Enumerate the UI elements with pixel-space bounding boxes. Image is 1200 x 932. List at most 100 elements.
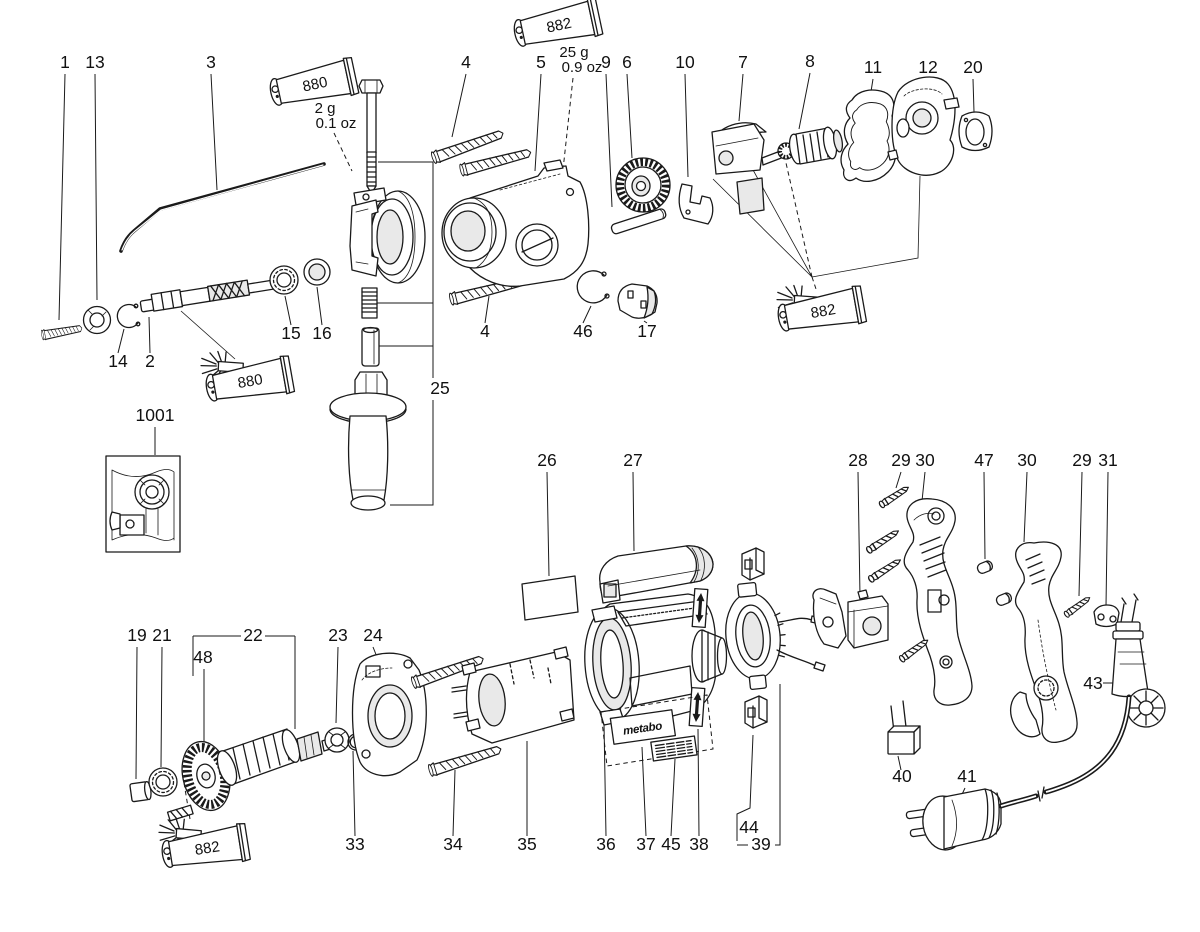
callout-26: 26 <box>537 450 556 470</box>
part-screw-34b <box>426 742 504 778</box>
callout-43: 43 <box>1083 673 1102 693</box>
part-cap-20 <box>958 111 993 152</box>
tube-880-top-label: 880 <box>301 74 329 96</box>
part-handle-right-30 <box>1009 541 1078 744</box>
part-pin-9 <box>610 208 667 235</box>
callout-35: 35 <box>517 834 536 854</box>
callout-34: 34 <box>443 834 463 854</box>
part-top-cover-27 <box>599 545 714 604</box>
callout-47: 47 <box>974 450 993 470</box>
callout-5: 5 <box>536 52 546 72</box>
part-bearing-cover-12 <box>887 76 960 176</box>
callout-25: 25 <box>430 378 449 398</box>
callout-23: 23 <box>328 625 347 645</box>
part-brush-ring-39 <box>725 582 826 690</box>
part-pin-47a <box>975 559 995 576</box>
leader-lines <box>58 72 1119 846</box>
part-bolt <box>358 79 384 192</box>
cord-hook <box>1126 688 1166 728</box>
part-clamp-collar <box>349 187 426 284</box>
part-bearing-23 <box>324 727 350 753</box>
part-arrow-sticker-38a <box>691 587 709 629</box>
amount-880: 2 g <box>315 100 336 117</box>
part-carbon-brush-44a <box>741 547 765 581</box>
part-pin-sleeve <box>361 326 380 367</box>
part-plug-41 <box>905 788 1041 851</box>
callout-30b: 30 <box>1017 450 1037 470</box>
callout-16: 16 <box>312 323 331 343</box>
callout-11: 11 <box>864 57 882 77</box>
part-circlip-14 <box>116 303 141 329</box>
part-armature-22 <box>166 728 341 822</box>
amount-882-oz: 0.9 oz <box>562 59 603 76</box>
part-depth-rod-3 <box>119 162 326 253</box>
callout-20: 20 <box>963 57 983 77</box>
callout-48: 48 <box>193 647 212 667</box>
callout-1: 1 <box>60 52 70 72</box>
callout-31: 31 <box>1098 450 1117 470</box>
callout-22: 22 <box>243 625 262 645</box>
callout-4a: 4 <box>461 52 471 72</box>
part-motor-housing-36 <box>584 593 728 730</box>
callout-36: 36 <box>596 834 615 854</box>
part-cable-43 <box>1041 593 1166 799</box>
part-spring <box>361 287 378 319</box>
part-stator-35 <box>451 646 575 744</box>
part-spindle-2 <box>139 279 284 313</box>
inset-box-1001 <box>105 455 181 553</box>
callout-27: 27 <box>623 450 642 470</box>
callout-29a: 29 <box>891 450 910 470</box>
amount-880-oz: 0.1 oz <box>316 115 357 132</box>
part-switch-28 <box>812 588 889 649</box>
callout-13: 13 <box>85 52 104 72</box>
callout-37: 37 <box>636 834 655 854</box>
part-carbon-brush-44b <box>744 695 768 729</box>
callout-39: 39 <box>751 834 770 854</box>
callout-1001: 1001 <box>136 405 175 425</box>
part-gear-6 <box>615 157 671 213</box>
callout-6: 6 <box>622 52 632 72</box>
callout-46: 46 <box>573 321 592 341</box>
callout-38: 38 <box>689 834 708 854</box>
part-circlip-46 <box>576 270 610 304</box>
part-bearing-21 <box>148 767 178 797</box>
part-screw-29a <box>877 483 911 510</box>
callout-28: 28 <box>848 450 867 470</box>
part-screw-29d <box>897 636 931 664</box>
part-screw-29e <box>1062 594 1093 619</box>
tube-882-bottom-label: 882 <box>194 838 221 859</box>
part-knob-17 <box>617 283 658 319</box>
callout-41: 41 <box>957 766 976 786</box>
tube-880-left-label: 880 <box>236 371 264 392</box>
callout-19: 19 <box>127 625 146 645</box>
callout-9: 9 <box>601 52 611 72</box>
callout-4b: 4 <box>480 321 490 341</box>
callout-10: 10 <box>675 52 695 72</box>
callout-8: 8 <box>805 51 815 71</box>
metabo-logo: metabo <box>622 720 663 737</box>
tube-882-top-label: 882 <box>545 15 573 37</box>
part-screw-29b <box>864 527 901 555</box>
part-side-handle-25 <box>329 371 407 511</box>
part-bearing-shield-24 <box>351 652 427 777</box>
callout-7: 7 <box>738 52 748 72</box>
part-bearing-15 <box>269 265 299 295</box>
callout-44: 44 <box>739 817 759 837</box>
part-handle-left-30 <box>903 498 973 706</box>
callout-30a: 30 <box>915 450 935 470</box>
part-capacitor-40 <box>887 700 921 755</box>
callout-29b: 29 <box>1072 450 1091 470</box>
callout-14: 14 <box>108 351 128 371</box>
callout-12: 12 <box>918 57 937 77</box>
callout-17: 17 <box>637 321 656 341</box>
part-bracket-10 <box>678 183 714 225</box>
part-screw-29c <box>866 556 903 584</box>
part-barcode-label-45 <box>650 735 698 762</box>
part-rotor-pinion-8 <box>761 126 844 166</box>
callout-45: 45 <box>661 834 680 854</box>
callout-labels: 1 13 3 4 5 9 6 10 7 8 11 12 20 14 2 15 1… <box>60 51 1118 854</box>
part-screw-1 <box>40 322 84 341</box>
part-selector-7 <box>711 122 767 215</box>
